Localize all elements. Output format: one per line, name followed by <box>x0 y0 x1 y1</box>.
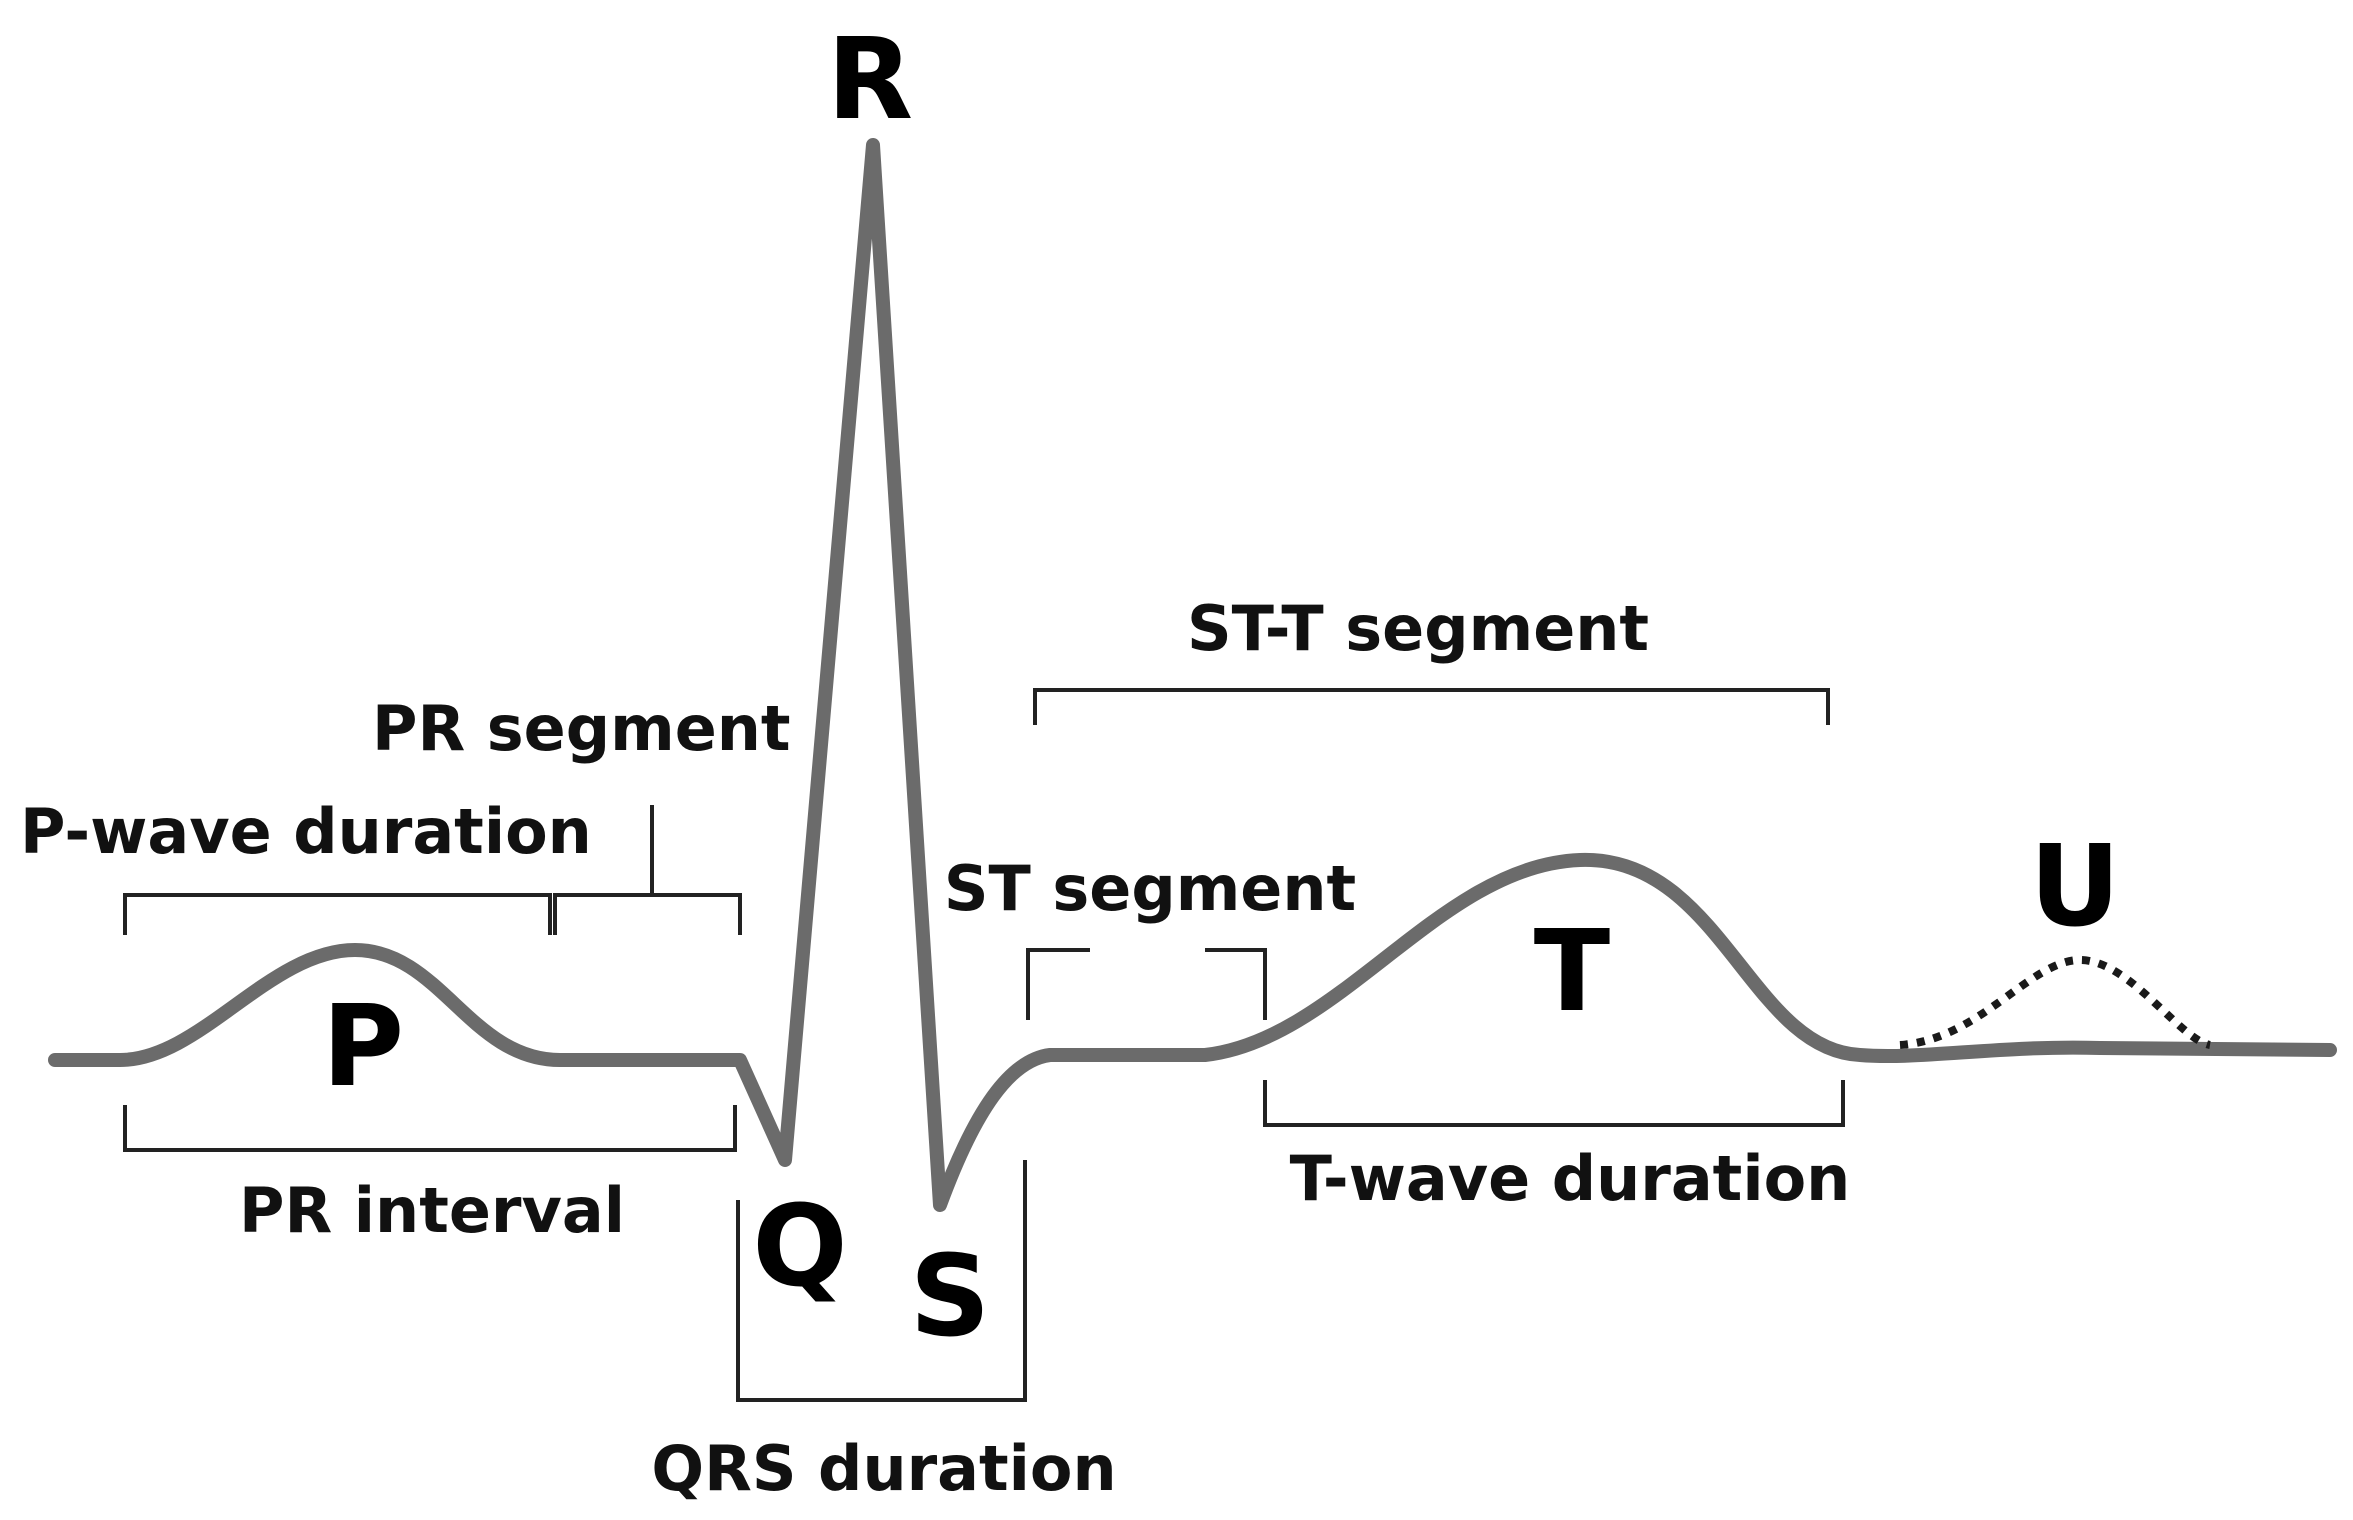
st-segment-bracket <box>1026 948 1267 1020</box>
wave-label-s: S <box>910 1232 991 1362</box>
p-wave-duration-bracket <box>123 893 552 935</box>
wave-label-p: P <box>322 982 404 1112</box>
st-t-segment-bracket <box>1033 688 1830 725</box>
p-wave-duration-label: P-wave duration <box>20 795 592 868</box>
wave-label-t: T <box>1534 907 1610 1037</box>
wave-label-u: U <box>2030 822 2121 952</box>
pr-segment-label: PR segment <box>372 692 791 765</box>
wave-label-r: R <box>827 15 913 145</box>
st-segment-label: ST segment <box>944 852 1356 925</box>
st-t-segment-label: ST-T segment <box>1187 592 1649 665</box>
qrs-duration-bracket <box>736 1160 1027 1402</box>
pr-segment-bracket <box>553 805 742 935</box>
wave-label-q: Q <box>752 1182 847 1312</box>
t-wave-duration-bracket <box>1263 1080 1845 1127</box>
ecg-trace <box>48 138 2337 1212</box>
pr-interval-bracket <box>123 1105 737 1152</box>
t-wave-duration-label: T-wave duration <box>1290 1142 1851 1215</box>
qrs-duration-label: QRS duration <box>651 1432 1116 1505</box>
pr-interval-label: PR interval <box>239 1174 625 1247</box>
u-wave-dotted <box>1899 955 2212 1049</box>
